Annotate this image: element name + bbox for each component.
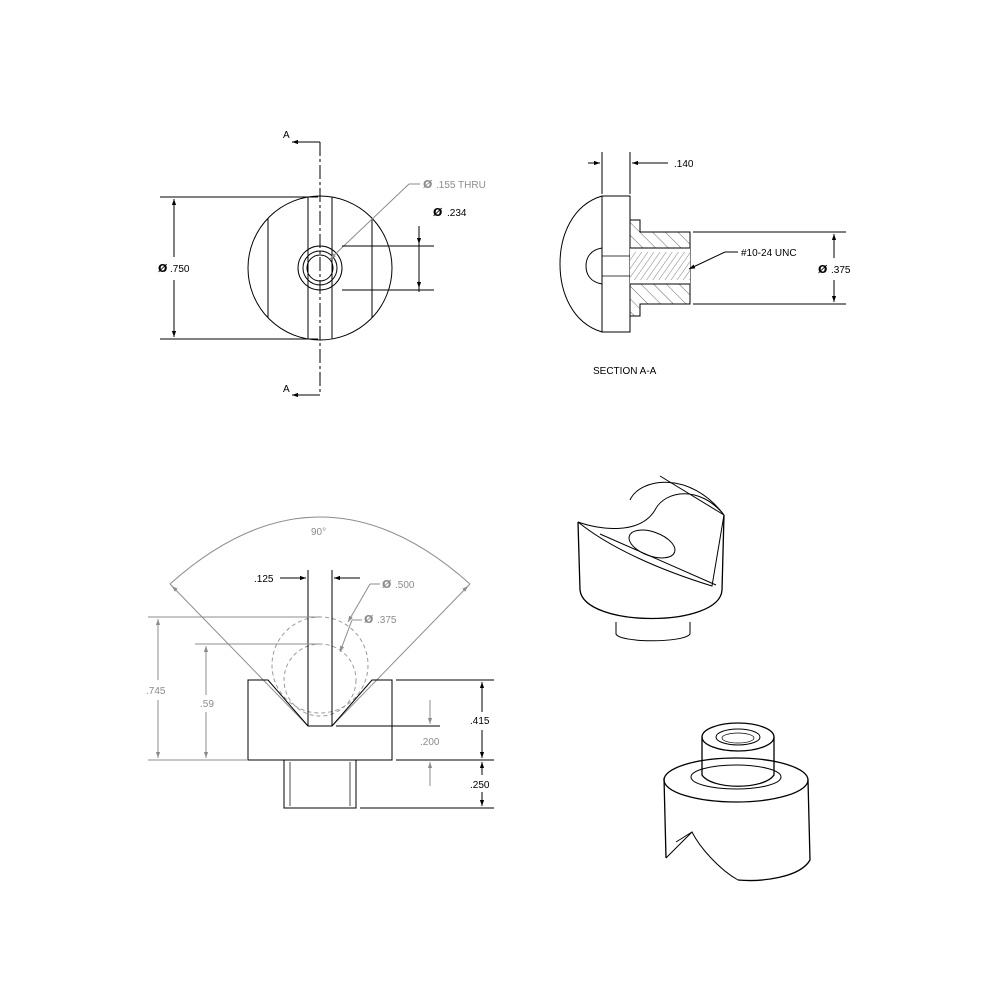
counterbore-circle — [297, 245, 343, 291]
dim-height-small: .59 — [200, 699, 214, 710]
iso-v-face — [577, 514, 725, 587]
v-block-body — [247, 679, 393, 761]
ball-large-outline — [271, 616, 369, 714]
iso-top-edge — [577, 493, 725, 529]
iso2-side-right — [737, 779, 811, 882]
isometric-view-bottom — [663, 722, 811, 882]
iso2-v-edge — [675, 831, 693, 843]
iso2-boss-side — [701, 737, 775, 787]
angle-arc — [169, 516, 471, 585]
ball-seat — [585, 247, 603, 285]
iso-body-side — [577, 514, 725, 620]
diameter-symbol: Ø — [818, 263, 828, 276]
diameter-symbol: Ø — [423, 178, 433, 191]
diameter-symbol: Ø — [364, 613, 374, 626]
dim-outer-diameter: .750 — [170, 264, 190, 275]
isometric-view-top — [577, 475, 725, 642]
outer-circle — [247, 195, 393, 341]
hole-circle-outer — [302, 250, 338, 286]
leader-arrow — [688, 251, 726, 270]
threaded-stud — [283, 759, 357, 809]
diameter-symbol: Ø — [158, 262, 168, 275]
dim-wall: .140 — [674, 159, 694, 170]
iso-ball-seat — [628, 529, 676, 559]
dim-v-depth: .200 — [420, 737, 440, 748]
section-dome — [559, 195, 603, 333]
v-extension-right — [331, 583, 471, 727]
dim-stud-length: .250 — [470, 780, 490, 791]
iso-stud — [615, 622, 691, 642]
leader-arrow — [329, 183, 410, 260]
iso-dome-back — [629, 481, 725, 516]
section-view: .140 #10-24 UNC Ø .375 SECTION A-A — [559, 152, 851, 377]
thread-pattern — [630, 252, 690, 280]
dim-height-large: .745 — [146, 686, 166, 697]
iso-slot-top — [659, 475, 725, 516]
leader-arrow — [347, 583, 371, 623]
iso2-thread-inner — [721, 732, 755, 744]
iso2-top-face — [663, 757, 809, 803]
iso-slot-line — [599, 533, 717, 586]
dim-ball-small: .375 — [377, 615, 397, 626]
section-marker-top: A — [283, 130, 290, 141]
front-view: 90° .125 Ø .500 Ø .375 .745 — [146, 516, 494, 809]
v-extension-left — [169, 583, 309, 727]
leader-arrow — [339, 619, 353, 653]
thru-hole-circle — [306, 254, 334, 282]
dim-counterbore: .234 — [447, 208, 467, 219]
section-hatch-body — [601, 195, 631, 333]
dim-thru-hole: .155 THRU — [436, 180, 486, 191]
dim-slot-width: .125 — [254, 574, 274, 585]
dim-angle: 90° — [311, 527, 326, 538]
dim-ball-large: .500 — [395, 580, 415, 591]
dim-boss-diameter: .375 — [831, 265, 851, 276]
iso2-boss-base — [690, 764, 782, 790]
section-title: SECTION A-A — [593, 366, 657, 377]
section-marker-bottom: A — [283, 384, 290, 395]
top-view: A A Ø .750 Ø .155 THRU Ø .234 — [158, 130, 486, 398]
dim-body-height: .415 — [470, 716, 490, 727]
iso2-boss-top — [701, 722, 775, 752]
diameter-symbol: Ø — [433, 206, 443, 219]
iso2-side-left — [663, 777, 667, 859]
dim-thread: #10-24 UNC — [741, 248, 797, 259]
iso2-v-notch — [665, 831, 739, 881]
diameter-symbol: Ø — [382, 578, 392, 591]
ball-small-outline — [283, 643, 357, 717]
iso2-tapped-hole — [715, 728, 761, 746]
